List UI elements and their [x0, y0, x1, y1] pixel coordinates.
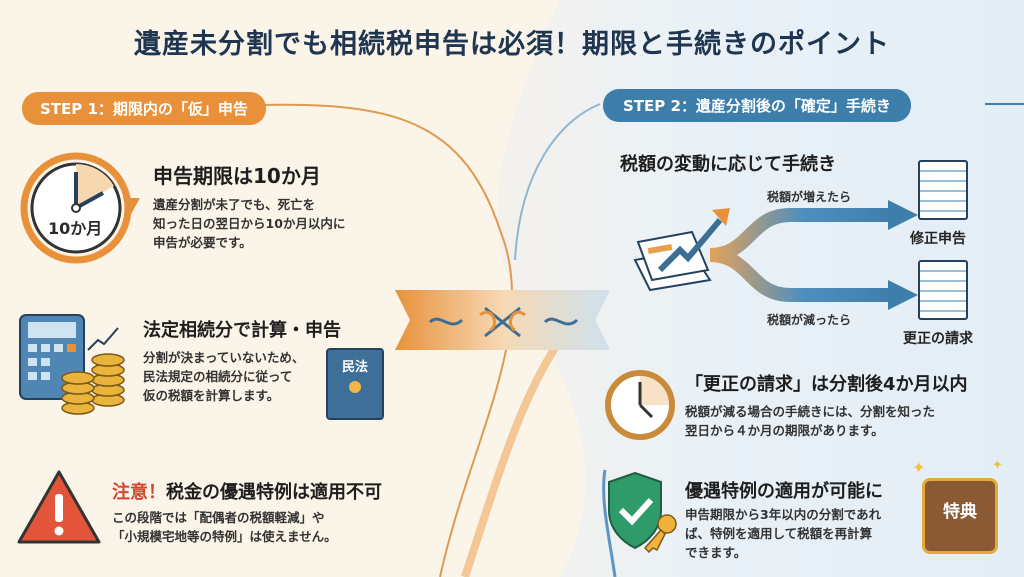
shield-check-icon — [608, 471, 677, 554]
item-text: 申告期限から3年以内の分割であれ ば、特例を適用して税額を再計算 できます。 — [685, 505, 881, 562]
documents-chart-icon — [633, 208, 730, 292]
civil-law-book-icon: 民法 — [326, 348, 384, 420]
item-text: この段階では「配偶者の税額軽減」や 「小規模宅地等の特例」は使えません。 — [112, 508, 337, 546]
decrease-label: 税額が減ったら — [767, 313, 852, 327]
warning-icon — [17, 470, 101, 544]
item-text: 遺産分割が未了でも、死亡を 知った日の翌日から10か月以内に 申告が必要です。 — [153, 195, 345, 252]
chest-label: 特典 — [943, 502, 977, 522]
arrow-up-result — [888, 200, 918, 230]
clock-icon — [20, 152, 140, 264]
text-line: 遺産分割が未了でも、死亡を — [153, 197, 316, 212]
step1-banner: STEP 1：期限内の「仮」申告 — [22, 92, 266, 125]
warning-prefix: 注意！ — [112, 482, 166, 503]
document-icon — [918, 160, 968, 220]
text-line: この段階では「配偶者の税額軽減」や — [112, 510, 325, 525]
branch-arrows — [633, 200, 918, 310]
center-ribbon — [395, 290, 610, 350]
text-line: できます。 — [685, 545, 747, 560]
sparkle-icon: ✦ — [992, 458, 1003, 473]
heading-text: 税金の優遇特例は適用不可 — [166, 482, 382, 503]
text-line: ば、特例を適用して税額を再計算 — [685, 526, 873, 541]
person-icon — [349, 381, 361, 393]
sparkle-icon: ✦ — [912, 458, 926, 477]
item-text: 分割が決まっていないため、 民法規定の相続分に従って 仮の税額を計算します。 — [143, 348, 304, 405]
text-line: 民法規定の相続分に従って — [143, 369, 293, 384]
text-line: 申告が必要です。 — [153, 235, 252, 250]
text-line: 知った日の翌日から10か月以内に — [153, 216, 346, 231]
text-line: 分割が決まっていないため、 — [143, 350, 305, 365]
book-label: 民法 — [341, 360, 368, 375]
text-line: 翌日から４か月の期限があります。 — [685, 423, 884, 438]
text-line: 税額が減る場合の手続きには、分割を知った — [685, 404, 936, 419]
text-line: 申告期限から3年以内の分割であれ — [685, 507, 882, 522]
item-heading: 優遇特例の適用が可能に — [685, 481, 883, 502]
clock-icon — [605, 370, 675, 440]
clock-badge: 10か月 — [48, 219, 103, 238]
item-heading: 申告期限は10か月 — [153, 164, 321, 188]
item-heading: 注意！税金の優遇特例は適用不可 — [112, 478, 382, 504]
increase-label: 税額が増えたら — [767, 190, 852, 204]
item-heading: 「更正の請求」は分割後4か月以内 — [685, 374, 968, 395]
item-text: 税額が減る場合の手続きには、分割を知った 翌日から４か月の期限があります。 — [685, 402, 935, 440]
text-line: 仮の税額を計算します。 — [143, 388, 280, 403]
key-icon — [643, 514, 677, 554]
calculator-coins-icon — [19, 314, 125, 415]
arrow-down-result — [888, 280, 918, 310]
text-line: 「小規模宅地等の特例」は使えません。 — [112, 529, 337, 544]
step2-banner: STEP 2：遺産分割後の「確定」手続き — [603, 89, 911, 122]
correction-request-label: 更正の請求 — [903, 331, 973, 347]
page-title: 遺産未分割でも相続税申告は必須！期限と手続きのポイント — [134, 29, 890, 60]
flow-heading: 税額の変動に応じて手続き — [620, 154, 836, 175]
amended-return-label: 修正申告 — [910, 231, 966, 247]
knot-icon — [428, 306, 579, 338]
item-heading: 法定相続分で計算・申告 — [143, 320, 341, 341]
treasure-chest-icon: 特典 — [922, 478, 998, 554]
document-icon — [918, 260, 968, 320]
